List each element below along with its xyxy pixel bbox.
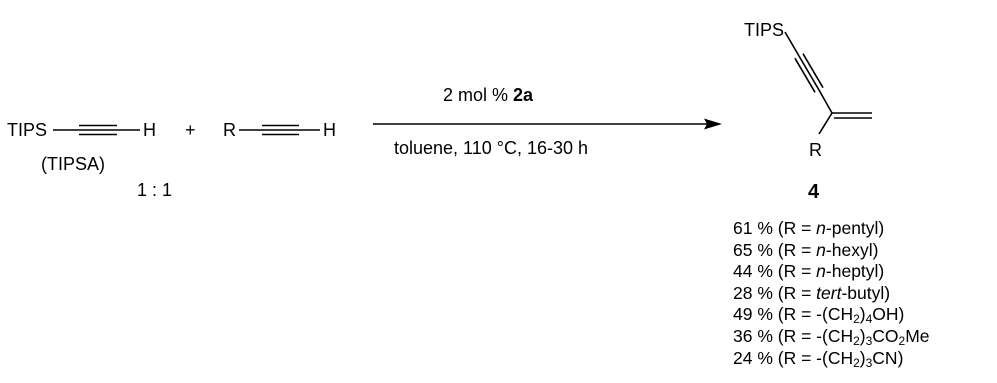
yield-r-part: CO [872,325,899,346]
yield-r-part: Me [905,325,930,346]
yield-r-part: ) [859,304,866,325]
yield-r-prefix: (R = [772,282,817,303]
yield-italic-prefix: n [816,239,826,260]
yield-percent: 44 % [733,261,773,282]
yield-r-prefix: (R = [772,239,817,260]
yield-italic-prefix: n [816,218,826,238]
yield-percent: 24 % [733,347,773,368]
reagent1-group: TIPS [7,120,47,140]
yield-percent: 28 % [733,282,773,303]
reagent-tipsa: TIPS H (TIPSA) [7,120,156,174]
triple-bond-line [798,55,820,91]
yield-entry: 65 % (R = n-hexyl) [733,240,930,262]
triple-bond-line [802,53,824,89]
yield-r-name: -pentyl) [825,218,885,238]
yield-r-prefix: (R = -(CH [772,347,854,368]
stoichiometry-ratio: 1 : 1 [137,180,172,200]
yield-r-prefix: (R = [772,261,817,282]
yield-r-name: -butyl) [841,282,891,303]
yield-percent: 36 % [733,325,773,346]
yield-r-prefix: (R = [772,218,817,238]
reagent1-terminal: H [143,120,156,140]
condition-catalyst: 2 mol % 2a [443,85,534,105]
condition-solvent-temp-time: toluene, 110 °C, 16-30 h [394,138,588,158]
yield-entry: 61 % (R = n-pentyl) [733,218,930,240]
yield-r-part: ) [859,347,866,368]
yield-italic-prefix: n [816,261,826,282]
yield-entry: 24 % (R = -(CH2)3CN) [733,348,930,370]
product-tips-group: TIPS [744,20,784,40]
reagent1-label: (TIPSA) [41,154,105,174]
reagent2-group: R [223,120,236,140]
reaction-arrow [373,118,722,130]
yield-subscript: 2 [853,355,860,370]
single-bond [784,31,800,57]
yield-percent: 61 % [733,218,773,238]
arrow-head [704,118,722,130]
yield-list: 61 % (R = n-pentyl)65 % (R = n-hexyl)44 … [733,218,930,369]
yield-r-name: -hexyl) [825,239,879,260]
yield-subscript: 2 [853,333,860,348]
yield-subscript: 2 [898,333,906,348]
yield-subscript: 3 [865,355,873,370]
yield-r-part: ) [859,325,866,346]
yield-percent: 49 % [733,304,773,325]
product-number: 4 [808,181,820,203]
yield-entry: 36 % (R = -(CH2)3CO2Me [733,326,930,348]
yield-r-name: -heptyl) [825,261,885,282]
triple-bond-line [794,57,816,93]
product-enyne: TIPS R 4 [744,20,872,203]
yield-r-part: CN) [872,347,904,368]
yield-italic-prefix: tert [816,282,842,303]
single-bond [818,112,833,135]
plus-sign: + [185,120,196,140]
yield-entry: 44 % (R = n-heptyl) [733,261,930,283]
yield-percent: 65 % [733,239,773,260]
yield-subscript: 2 [853,312,860,327]
reagent-alkyne: R H [223,120,336,140]
yield-subscript: 3 [865,333,873,348]
yield-r-prefix: (R = -(CH [772,304,854,325]
single-bond [818,89,833,114]
yield-r-part: OH) [872,304,905,325]
yield-entry: 49 % (R = -(CH2)4OH) [733,304,930,326]
yield-r-prefix: (R = -(CH [772,325,854,346]
reagent2-terminal: H [323,120,336,140]
yield-subscript: 4 [865,312,873,327]
yield-entry: 28 % (R = tert-butyl) [733,283,930,305]
product-r-group: R [809,140,822,160]
